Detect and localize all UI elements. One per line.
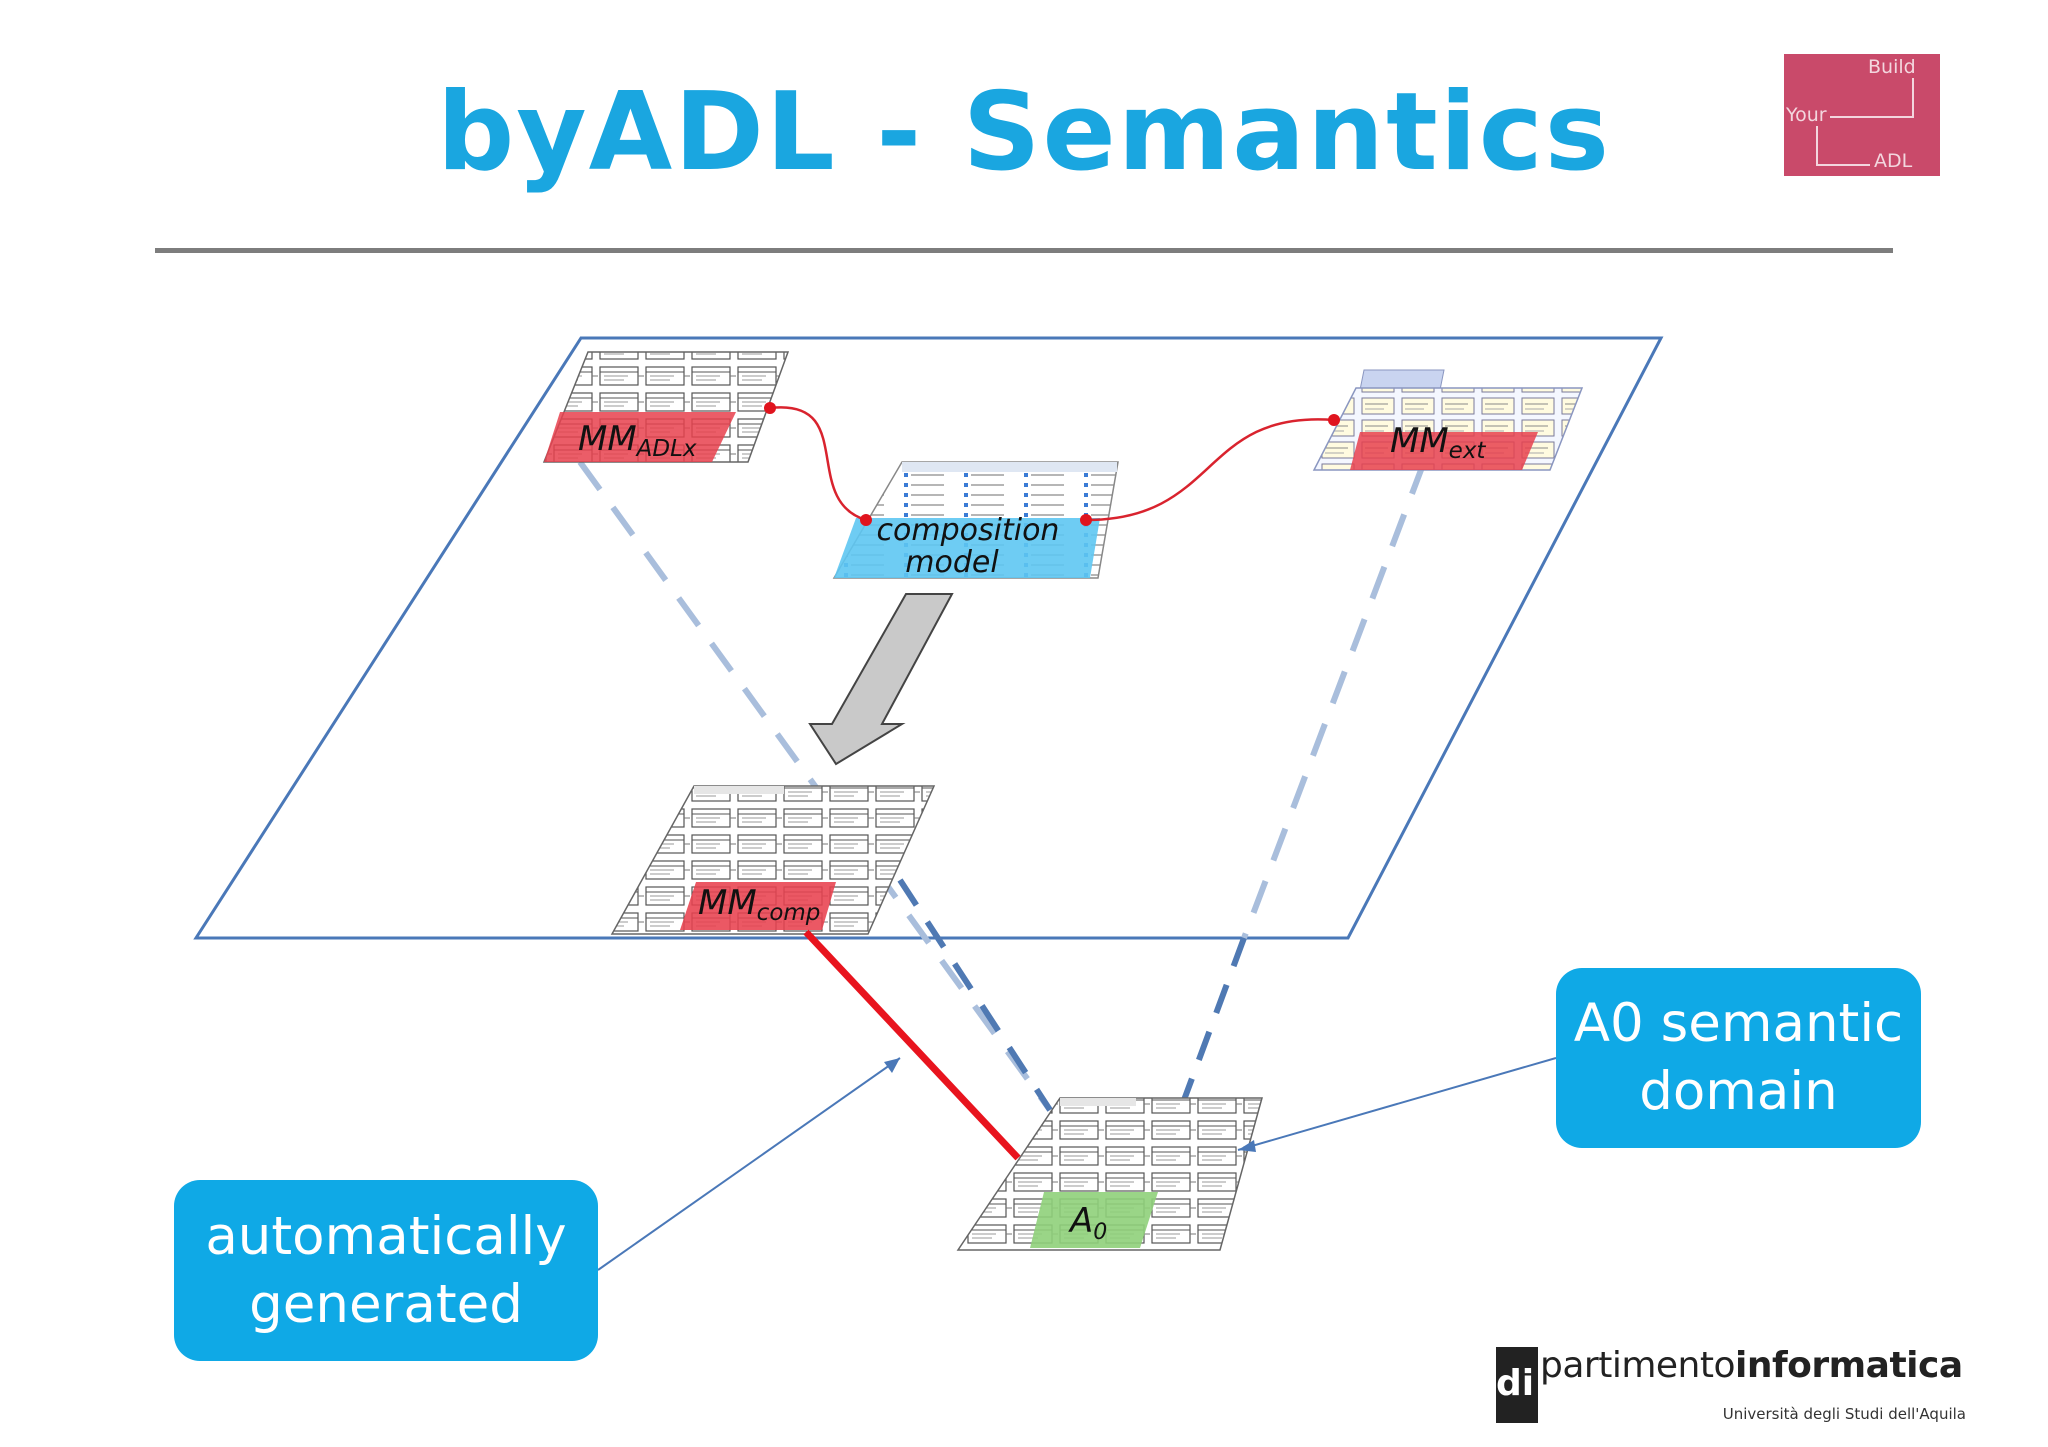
dept-name-light: partimento xyxy=(1540,1345,1736,1386)
mm-comp-label: MMcomp xyxy=(698,883,820,926)
logo-line xyxy=(1912,78,1914,116)
department-logo: di partimentoinformatica Università degl… xyxy=(1496,1345,1966,1435)
callout-pointer-generated xyxy=(597,1057,901,1271)
a0-node: A0 xyxy=(956,1097,1263,1251)
connector-end-dot xyxy=(764,402,776,414)
semantic-domain-callout: A0 semantic domain xyxy=(1556,968,1921,1148)
logo-word-build: Build xyxy=(1868,56,1916,78)
auto-generated-callout: automatically generated xyxy=(174,1180,598,1361)
callout-pointer-semantic xyxy=(1237,1057,1557,1151)
department-name: partimentoinformatica xyxy=(1540,1345,1963,1386)
logo-word-your: Your xyxy=(1786,104,1827,126)
connector-end-dot xyxy=(1328,414,1340,426)
mm-ext-node: MMext xyxy=(1312,369,1584,471)
generation-link xyxy=(803,929,1021,1161)
dashed-link-comp-a0 xyxy=(897,878,1053,1112)
composition-model-node: composition model xyxy=(832,461,1119,580)
dept-prefix: di xyxy=(1496,1363,1535,1404)
title-divider xyxy=(155,248,1893,253)
mm-ext-label: MMext xyxy=(1390,421,1486,464)
connector-end-dot xyxy=(1080,514,1092,526)
mm-comp-node: MMcomp xyxy=(610,785,936,935)
build-your-adl-logo: Build Your ADL xyxy=(1784,54,1940,176)
mm-adlx-label: MMADLx xyxy=(578,419,697,462)
connector-adlx-composition xyxy=(769,406,867,522)
connector-end-dot xyxy=(860,514,872,526)
logo-word-adl: ADL xyxy=(1874,150,1913,172)
a0-label: A0 xyxy=(1068,1201,1107,1245)
slide-title: byADL - Semantics xyxy=(436,70,1612,195)
composition-model-label-2: model xyxy=(905,545,999,580)
logo-line xyxy=(1816,164,1870,166)
callout-pointer-arrowhead xyxy=(884,1058,900,1073)
composition-model-label-1: composition xyxy=(877,513,1060,548)
connector-ext-composition xyxy=(1085,418,1335,522)
logo-line xyxy=(1816,126,1818,166)
dept-name-bold: informatica xyxy=(1735,1345,1963,1386)
mm-adlx-node: MMADLx xyxy=(542,351,790,463)
university-name: Università degli Studi dell'Aquila xyxy=(1722,1405,1966,1423)
dashed-link-ext-a0-lower xyxy=(1181,936,1247,1102)
dashed-link-ext-a0-upper xyxy=(1241,460,1427,940)
composition-arrow-icon xyxy=(808,593,954,766)
callout-pointer-arrowhead xyxy=(1238,1140,1256,1152)
logo-line xyxy=(1830,116,1914,118)
department-mark: di xyxy=(1496,1347,1538,1423)
